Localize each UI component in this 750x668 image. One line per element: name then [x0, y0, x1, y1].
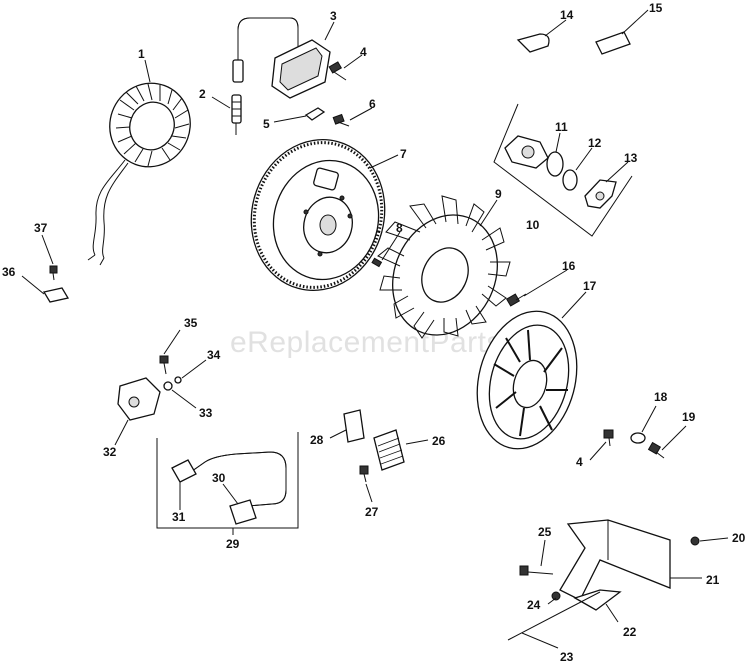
flywheel-part [250, 138, 386, 292]
callout-4b: 4 [576, 455, 583, 469]
callout-1: 1 [138, 47, 145, 61]
wing-nut-part-13 [584, 179, 617, 209]
washer-part-34 [174, 376, 182, 384]
nut-part-24 [551, 591, 561, 601]
leader-lines [21, 9, 729, 649]
callout-24: 24 [527, 598, 541, 612]
stud-part-23 [507, 591, 601, 641]
connector-part-31 [171, 459, 197, 483]
fan-part [377, 195, 511, 339]
callout-27: 27 [365, 505, 379, 519]
callout-9: 9 [495, 187, 502, 201]
callout-3: 3 [330, 9, 337, 23]
callout-28: 28 [310, 433, 324, 447]
bracket-part-21 [559, 519, 671, 601]
screw-part-4-top [328, 61, 347, 81]
washer-part-33 [163, 381, 173, 391]
callout-16: 16 [562, 259, 576, 273]
nut-part-20 [690, 536, 700, 546]
screen-part-17 [476, 310, 578, 450]
callout-25: 25 [538, 525, 552, 539]
coupling-part [504, 135, 549, 169]
callout-11: 11 [555, 120, 568, 134]
screw-part-25 [519, 565, 554, 576]
callout-6: 6 [369, 97, 376, 111]
callout-8: 8 [396, 221, 403, 235]
connector-part-28 [343, 409, 365, 443]
callout-23: 23 [560, 650, 574, 664]
callout-15: 15 [649, 1, 663, 15]
callout-20: 20 [732, 531, 746, 545]
callout-34: 34 [207, 348, 221, 362]
callout-36: 36 [2, 265, 16, 279]
sensor-part-32 [117, 377, 161, 421]
stator-part [87, 82, 191, 266]
callout-18: 18 [654, 390, 668, 404]
harness-group-29 [156, 432, 299, 529]
washer-part-12 [562, 169, 578, 191]
callout-29: 29 [226, 537, 240, 551]
callout-32: 32 [103, 445, 117, 459]
callout-14: 14 [560, 8, 574, 22]
callout-12: 12 [588, 136, 602, 150]
callout-31: 31 [172, 510, 186, 524]
callout-19: 19 [682, 410, 696, 424]
spacer-part-22 [573, 589, 622, 611]
screw-part-35 [159, 355, 169, 375]
assembly-box-part-10 [493, 103, 633, 237]
screw-part-19 [647, 441, 665, 459]
screw-part-16 [505, 293, 527, 307]
washer-part-18 [630, 432, 646, 444]
screw-part-6 [332, 113, 350, 127]
connector-part-30 [229, 499, 257, 525]
callout-22: 22 [623, 625, 637, 639]
callout-2: 2 [199, 87, 206, 101]
washer-part-11 [546, 151, 564, 177]
callout-10: 10 [526, 218, 540, 232]
callout-21: 21 [706, 573, 720, 587]
rectifier-part-26 [373, 429, 405, 471]
screw-part-27 [359, 465, 369, 483]
callout-7: 7 [400, 147, 407, 161]
key-part-8 [371, 257, 383, 268]
callout-13: 13 [624, 151, 638, 165]
callout-17: 17 [583, 279, 597, 293]
callout-30: 30 [212, 471, 226, 485]
ignition-module-part [232, 17, 331, 99]
connector-part-15 [595, 31, 631, 55]
callout-26: 26 [432, 434, 446, 448]
clip-part-36 [42, 287, 70, 303]
callout-35: 35 [184, 316, 198, 330]
screw-part-37 [49, 265, 58, 281]
callout-4a: 4 [360, 45, 367, 59]
terminal-part-2 [231, 94, 242, 135]
clip-part-14 [516, 33, 550, 53]
callout-5: 5 [263, 117, 270, 131]
key-part-5 [304, 107, 326, 121]
screw-part-4-right [603, 429, 614, 447]
callout-33: 33 [199, 406, 213, 420]
callout-37: 37 [34, 221, 48, 235]
